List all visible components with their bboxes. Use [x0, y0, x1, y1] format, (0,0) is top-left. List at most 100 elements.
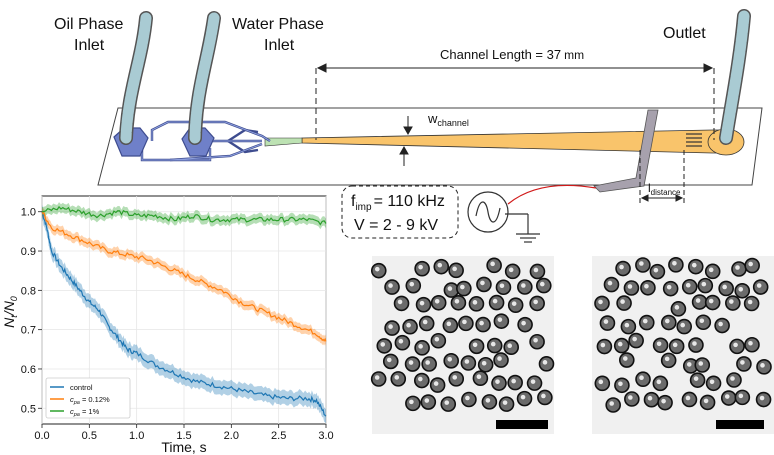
droplet-highlight: [495, 379, 500, 384]
droplet-highlight: [397, 299, 403, 305]
droplet-highlight: [425, 360, 430, 365]
droplet-highlight: [508, 267, 514, 273]
droplet-highlight: [490, 261, 495, 267]
x-tick-label: 1.5: [176, 430, 191, 442]
droplet-highlight: [691, 262, 697, 268]
distance-dimension: [639, 150, 685, 206]
droplet-highlight: [699, 318, 705, 324]
droplet-highlight: [686, 362, 692, 367]
droplet-highlight: [738, 393, 744, 399]
droplet-highlight: [729, 299, 734, 304]
droplet-highlight: [408, 360, 414, 365]
droplet-highlight: [533, 337, 538, 343]
hv-wire: [507, 184, 597, 205]
droplet-highlight: [374, 266, 380, 272]
droplet-highlight: [499, 283, 505, 289]
outlet-label: Outlet: [663, 25, 706, 42]
x-tick-label: 2.0: [224, 430, 239, 442]
droplet-highlight: [530, 379, 536, 384]
x-tick-label: 0.5: [82, 430, 97, 442]
x-tick-label: 0.0: [34, 430, 49, 442]
droplet-highlight: [632, 336, 637, 342]
droplet-highlight: [600, 342, 606, 348]
droplet-highlight: [598, 299, 603, 305]
droplet-highlight: [409, 281, 415, 287]
droplet-highlight: [709, 379, 715, 385]
droplet-highlight: [698, 361, 704, 366]
droplet-highlight: [609, 401, 614, 406]
droplet-highlight: [374, 375, 380, 380]
droplets-right: [594, 257, 772, 413]
chart-lines: [41, 205, 327, 417]
droplet-highlight: [433, 381, 439, 386]
droplet-highlight: [692, 341, 697, 346]
sensing-electrodes: [686, 133, 702, 147]
droplet-highlight: [748, 261, 753, 267]
droplet-highlight: [656, 379, 662, 385]
droplet-highlight: [748, 340, 753, 346]
droplet-highlight: [497, 317, 503, 322]
droplet-highlight: [541, 393, 546, 399]
droplet-highlight: [730, 376, 735, 381]
droplet-highlight: [460, 284, 465, 290]
voltage-label: V = 2 - 9 kV: [354, 217, 438, 234]
droplet-highlight: [418, 344, 423, 349]
droplet-highlight: [409, 399, 414, 405]
droplet-highlight: [497, 356, 502, 361]
y-tick-label: 1.0: [21, 207, 36, 219]
droplet-highlight: [388, 283, 393, 288]
droplet-highlight: [628, 395, 633, 400]
hv-electrode: [593, 109, 659, 193]
channel-length-dimension: [315, 63, 715, 140]
droplet-highlight: [417, 376, 423, 382]
droplet-highlight: [738, 286, 744, 292]
y-tick-label: 0.5: [21, 403, 36, 415]
droplet-highlight: [665, 318, 670, 324]
legend-label-c1: cpa = 1%: [70, 407, 100, 418]
droplet-highlight: [480, 280, 485, 286]
droplet-highlight: [452, 375, 458, 380]
sine-wave-icon: [475, 201, 501, 223]
droplet-highlight: [479, 320, 484, 326]
droplet-highlight: [708, 267, 714, 273]
droplet-highlight: [507, 343, 513, 348]
oil-inlet-tube: [119, 11, 153, 145]
droplet-highlight: [418, 264, 423, 270]
droplet-highlight: [464, 359, 470, 364]
junction: [264, 137, 303, 147]
series-band-0: [42, 204, 326, 424]
droplet-highlight: [521, 320, 526, 326]
droplet-highlight: [664, 356, 670, 362]
droplet-highlight: [674, 305, 680, 310]
droplet-highlight: [724, 394, 730, 399]
droplet-highlight: [740, 360, 745, 365]
droplet-highlight: [533, 267, 539, 273]
droplet-highlight: [619, 264, 624, 270]
droplet-highlight: [639, 375, 644, 381]
droplet-highlight: [447, 356, 453, 362]
droplet-highlight: [656, 341, 662, 347]
droplet-highlight: [406, 322, 411, 328]
series-line-1: [41, 211, 327, 342]
droplet-highlight: [398, 338, 404, 344]
droplet-highlight: [607, 280, 613, 286]
x-axis-label: Time, s: [161, 439, 206, 455]
droplet-highlight: [533, 299, 538, 305]
micrograph-left: [370, 256, 555, 434]
droplet-highlight: [661, 398, 666, 404]
channel-width-label: wchannel: [427, 111, 469, 128]
droplet-highlight: [695, 298, 701, 303]
scale-bar-left: [496, 420, 548, 429]
legend-label-c012: cpa = 0.12%: [70, 395, 110, 406]
droplet-highlight: [622, 356, 628, 361]
oil-inlet-label-2: Inlet: [74, 37, 105, 54]
droplet-highlight: [520, 394, 526, 400]
ground-icon: [505, 213, 540, 243]
y-tick-label: 0.8: [21, 285, 36, 297]
outlet-tube: [719, 9, 751, 145]
droplet-highlight: [437, 262, 443, 268]
fimp-label: fimp= 110 kHz: [351, 193, 445, 213]
